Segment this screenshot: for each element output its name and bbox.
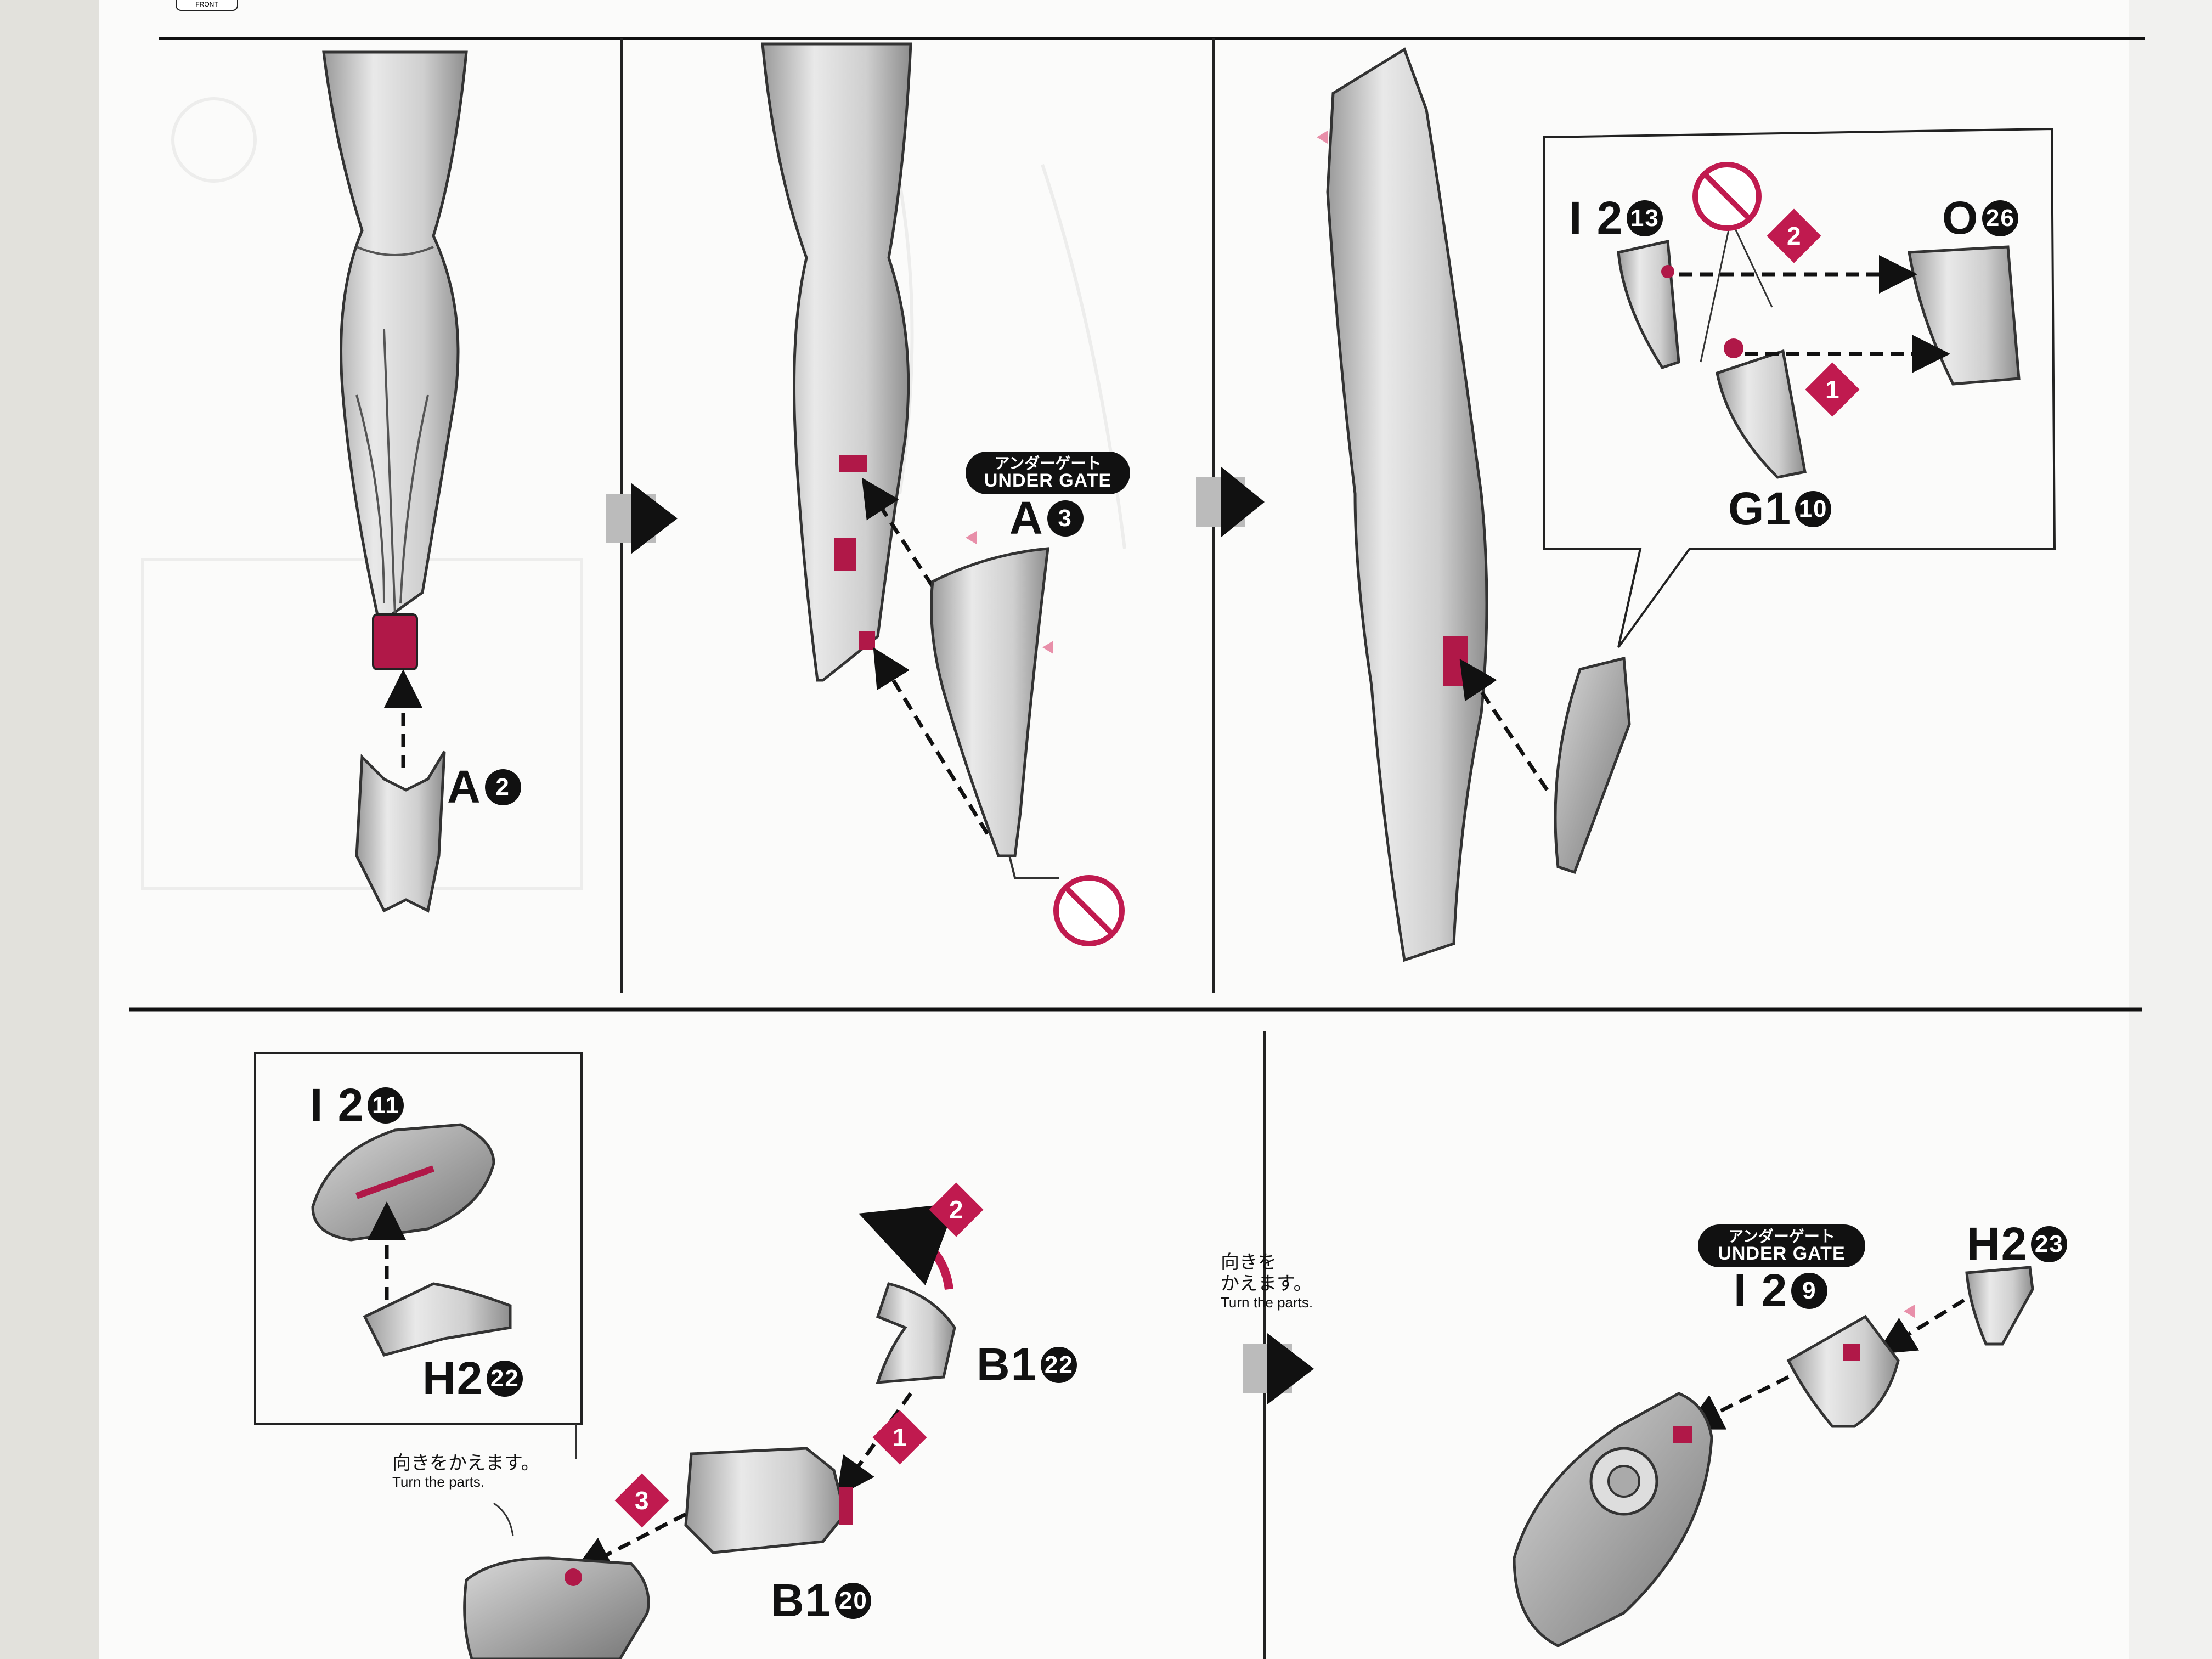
p4-part-b: H2 — [422, 1352, 484, 1404]
panel2-leg-drawing — [761, 42, 912, 682]
p3-num-b: 26 — [1982, 200, 2019, 236]
panel5-part-i2-9 — [1786, 1314, 1900, 1428]
panel5-part-h2-23 — [1965, 1266, 2034, 1346]
wall-texture — [0, 0, 99, 1659]
p3-part-c: G1 — [1728, 483, 1792, 534]
panel1-part-a2 — [355, 751, 446, 913]
panel4-part-assembly — [463, 1556, 650, 1659]
p2-part-letter: A — [1009, 492, 1044, 544]
p4-part-c: B1 — [977, 1339, 1038, 1390]
p1-part-letter: A — [447, 761, 482, 812]
big-arrow-3 — [1243, 1333, 1314, 1404]
panel3-no-cut-icon — [1692, 162, 1762, 231]
p5-gate-en: UNDER GATE — [1718, 1243, 1846, 1264]
p5-under-gate-badge: アンダーゲート UNDER GATE — [1698, 1224, 1865, 1267]
panel3-part-shin-armor — [1554, 656, 1631, 874]
big-arrow-2 — [1196, 466, 1265, 538]
panel4-rotate-arrow — [859, 1203, 957, 1290]
p1-part-number: 2 — [484, 769, 521, 805]
p3-num-c: 10 — [1795, 490, 1832, 527]
panel4-part-b1-22 — [876, 1282, 956, 1384]
panel4-part-b1-20 — [684, 1447, 847, 1554]
p4-turn-note: 向きをかえます。 Turn the parts. — [392, 1453, 540, 1491]
p4-part-d: B1 — [771, 1575, 832, 1626]
p2-gate-jp: アンダーゲート — [994, 455, 1102, 472]
p2-part-number: 3 — [1047, 500, 1084, 537]
panel2-part-a3 — [930, 547, 1049, 857]
panel3-part-g1-10 — [1716, 349, 1807, 479]
p5-note-jp-1: 向きを — [1221, 1252, 1277, 1273]
paper-shadow — [2129, 0, 2212, 1659]
panel1-leg-drawing — [322, 50, 468, 670]
p5-part-a: I 2 — [1734, 1265, 1788, 1316]
p3-part-a: I 2 — [1569, 192, 1624, 244]
p5-part-b: H2 — [1967, 1218, 2028, 1269]
p4-num-b: 22 — [487, 1360, 523, 1397]
p4-num-d: 20 — [835, 1582, 872, 1619]
panel4-arrow-3 — [572, 1512, 687, 1573]
panel2-no-cut-icon — [1053, 875, 1125, 946]
panel3-inset-box — [1543, 127, 2056, 648]
p5-num-b: 23 — [2031, 1226, 2068, 1262]
p4-part-a: I 2 — [310, 1079, 365, 1131]
p3-num-a: 13 — [1627, 200, 1663, 236]
p5-gate-jp: アンダーゲート — [1728, 1228, 1835, 1245]
p5-note-en: Turn the parts. — [1221, 1294, 1313, 1311]
panel4-part-h2-22 — [363, 1282, 512, 1357]
p5-num-a: 9 — [1791, 1272, 1828, 1309]
p4-note-jp: 向きをかえます。 — [392, 1453, 540, 1474]
panel4-inset-box — [254, 1052, 583, 1425]
panel5-arrow-2 — [1683, 1375, 1790, 1430]
panel5-arrow-1 — [1876, 1299, 1965, 1355]
big-arrow-1 — [606, 483, 678, 554]
front-tag: FRONT — [176, 0, 238, 11]
p4-note-en: Turn the parts. — [392, 1474, 485, 1491]
p5-note-jp-2: かえます。 — [1221, 1273, 1312, 1295]
p5-turn-note: 向きを かえます。 Turn the parts. — [1221, 1252, 1313, 1311]
panel3-arrow — [1459, 658, 1549, 791]
p4-num-c: 22 — [1041, 1346, 1077, 1383]
p4-num-a: 11 — [368, 1087, 404, 1124]
p2-under-gate-badge: アンダーゲート UNDER GATE — [966, 452, 1130, 494]
no-nipper-connector — [1008, 855, 1059, 879]
p3-part-b: O — [1942, 192, 1979, 244]
panel2-arrow-lower — [873, 647, 989, 835]
panel5-part-assembly — [1513, 1392, 1713, 1647]
p2-gate-en: UNDER GATE — [984, 470, 1112, 491]
